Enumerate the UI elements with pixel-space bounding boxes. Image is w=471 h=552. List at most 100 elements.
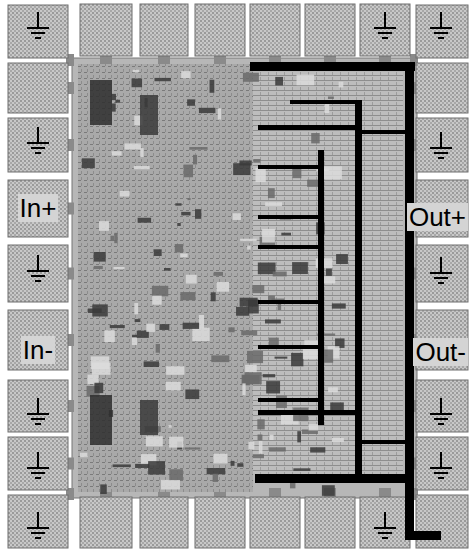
device	[175, 203, 181, 205]
device	[161, 480, 180, 490]
device	[207, 468, 226, 474]
device	[293, 468, 310, 471]
pin-name: Out-	[413, 338, 468, 366]
device	[255, 168, 265, 182]
metal-bus	[258, 125, 358, 130]
ground-symbol	[430, 398, 452, 424]
device	[144, 361, 159, 367]
device	[332, 438, 344, 442]
device	[247, 246, 251, 250]
device	[134, 166, 150, 169]
ground-symbol	[27, 127, 49, 153]
device	[241, 330, 257, 335]
device	[273, 272, 287, 277]
device	[110, 236, 114, 241]
device	[104, 330, 114, 342]
device	[210, 80, 215, 93]
analog-block	[78, 64, 253, 492]
device	[180, 292, 195, 300]
device	[328, 387, 338, 392]
device	[297, 431, 301, 442]
device	[115, 100, 120, 103]
device	[152, 286, 168, 296]
device	[169, 437, 183, 448]
device	[199, 108, 215, 113]
metal-bus	[318, 150, 324, 425]
device	[297, 75, 315, 86]
device	[132, 79, 143, 88]
bond-pad	[8, 180, 68, 237]
metal-bus	[258, 245, 320, 249]
ground-symbol	[430, 452, 452, 478]
device	[91, 356, 109, 369]
device	[125, 143, 141, 149]
device	[94, 383, 103, 393]
metal-bus	[258, 215, 320, 219]
bond-pad	[416, 495, 468, 548]
device	[181, 71, 190, 78]
device	[169, 469, 183, 480]
metal-bus	[255, 474, 410, 483]
ground-symbol	[27, 398, 49, 424]
device	[113, 464, 131, 467]
device	[152, 296, 161, 305]
bond-pad	[8, 437, 68, 490]
device	[166, 366, 184, 375]
device	[120, 191, 130, 197]
device	[80, 453, 88, 458]
metal-bus	[362, 440, 407, 444]
device	[187, 99, 195, 105]
device	[252, 285, 264, 293]
device	[112, 103, 116, 111]
device	[310, 447, 325, 452]
device	[257, 419, 264, 429]
bond-pad	[250, 4, 300, 56]
bond-pad	[8, 118, 68, 172]
bond-pad	[8, 245, 68, 302]
device	[146, 324, 155, 332]
device	[309, 424, 319, 430]
device	[99, 221, 109, 231]
device	[292, 168, 301, 178]
device	[134, 303, 138, 314]
device	[87, 375, 98, 384]
device	[265, 202, 282, 206]
pin-name: In+	[18, 194, 59, 222]
device	[112, 94, 116, 100]
device	[247, 351, 263, 363]
device	[211, 355, 229, 362]
device	[100, 484, 107, 494]
device	[330, 402, 344, 411]
device	[133, 70, 139, 72]
pin-name: Out+	[407, 203, 468, 231]
device	[213, 474, 218, 482]
device	[110, 325, 125, 328]
device	[262, 229, 275, 243]
device	[192, 328, 209, 341]
device	[269, 338, 279, 347]
metal-bus	[362, 130, 407, 134]
ground-symbol	[430, 257, 452, 283]
bond-pad	[140, 497, 188, 548]
ground-symbol	[27, 12, 49, 38]
metal-bus	[258, 410, 358, 415]
bond-pad	[360, 497, 410, 548]
bond-pad	[250, 497, 300, 548]
device	[138, 218, 151, 223]
metal-bus	[258, 300, 320, 304]
device	[183, 323, 199, 329]
device	[214, 272, 223, 276]
device	[193, 155, 197, 165]
device	[186, 275, 197, 284]
device	[265, 319, 281, 323]
device	[112, 151, 122, 155]
device	[94, 252, 106, 262]
bond-pad	[305, 497, 355, 548]
pin-name: In-	[21, 336, 55, 364]
device	[240, 298, 258, 307]
device	[164, 268, 171, 271]
ground-symbol	[374, 512, 396, 538]
bond-pad	[416, 5, 468, 58]
device	[263, 374, 276, 377]
